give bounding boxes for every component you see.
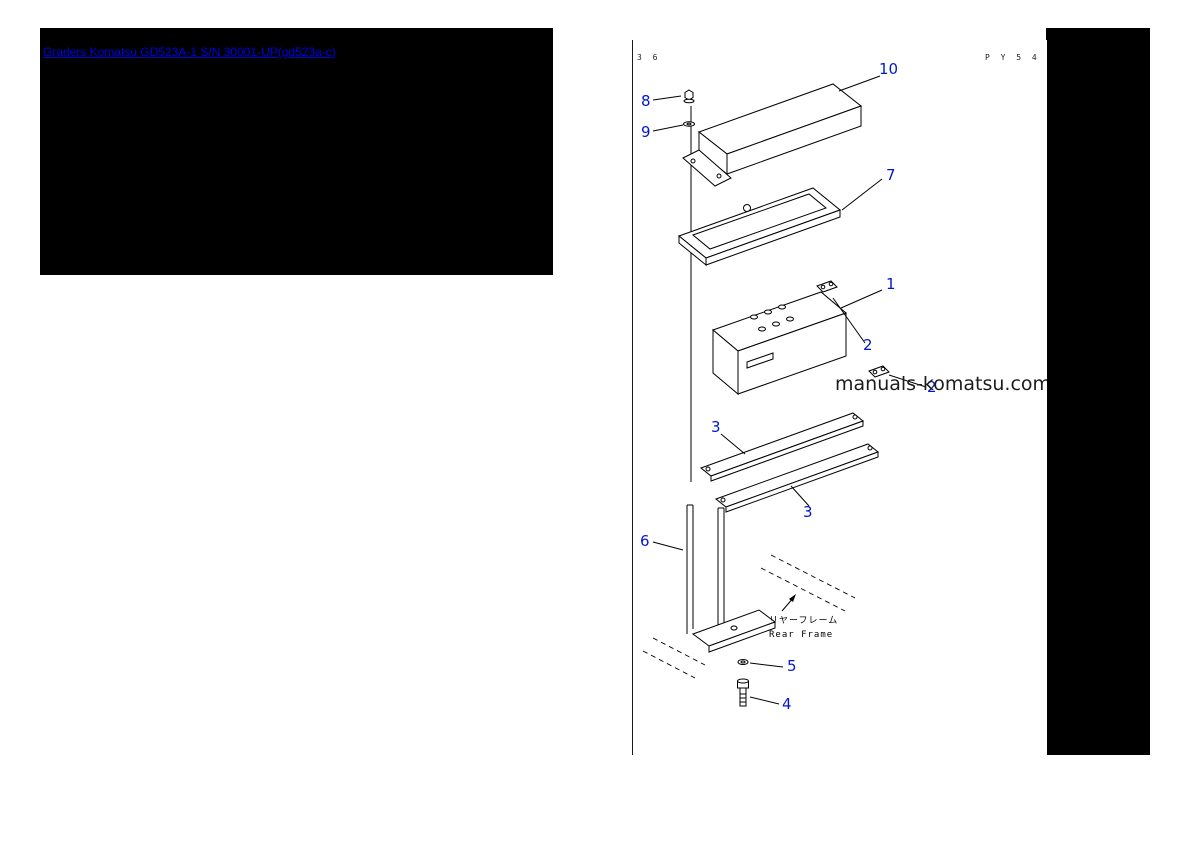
callout-4: 4 xyxy=(782,695,792,713)
washer-part-9 xyxy=(683,121,695,127)
right-black-panel xyxy=(1046,28,1150,755)
callout-3a: 3 xyxy=(711,418,721,436)
callout-3b: 3 xyxy=(803,503,813,521)
rear-frame-label-en: Rear Frame xyxy=(769,630,833,640)
callout-2b: 2 xyxy=(927,378,937,396)
battery-cell-caps xyxy=(750,304,794,332)
callout-9: 9 xyxy=(641,123,651,141)
diagram-sheet: 3 6 P Y 5 4 3 xyxy=(632,40,1047,755)
callout-7: 7 xyxy=(886,166,896,184)
callout-labels: 10 8 9 7 1 2 2 3 3 6 5 4 xyxy=(640,60,937,713)
part-bolt xyxy=(737,678,749,707)
nut-part-8 xyxy=(683,89,695,104)
watermark-text: manuals-komatsu.com xyxy=(835,373,1047,395)
part-frame xyxy=(677,187,842,267)
callout-1: 1 xyxy=(886,275,896,293)
callout-5: 5 xyxy=(787,657,797,675)
callout-10: 10 xyxy=(879,60,898,78)
callout-6: 6 xyxy=(640,532,650,550)
part-terminal-fitting-a xyxy=(816,280,838,293)
sheet-number-left: 3 6 xyxy=(637,53,660,62)
part-holddown-bracket xyxy=(686,504,777,653)
rear-frame-annotation: リヤーフレーム Rear Frame xyxy=(769,594,838,640)
plate-code: P Y 5 4 3 xyxy=(985,53,1047,62)
tie-rod xyxy=(683,89,695,482)
part-rail-upper xyxy=(699,412,865,482)
part-cover xyxy=(682,83,863,187)
parts-diagram: 3 6 P Y 5 4 3 xyxy=(637,53,1047,713)
part-battery xyxy=(712,291,847,396)
part-washer xyxy=(737,659,749,665)
part-rail-lower xyxy=(714,443,880,513)
battery-handle xyxy=(746,352,774,369)
rear-frame-dashed-lines xyxy=(642,554,856,679)
header-black-panel: Graders Komatsu GD523A-1 S/N 30001-UP(gd… xyxy=(40,28,553,275)
leader-lines xyxy=(652,75,927,705)
annotation-arrowhead xyxy=(789,594,796,602)
rear-frame-label-jp: リヤーフレーム xyxy=(769,615,838,626)
callout-8: 8 xyxy=(641,92,651,110)
callout-2a: 2 xyxy=(863,336,873,354)
model-link[interactable]: Graders Komatsu GD523A-1 S/N 30001-UP(gd… xyxy=(43,45,336,59)
part-terminal-fitting-b xyxy=(868,365,890,378)
